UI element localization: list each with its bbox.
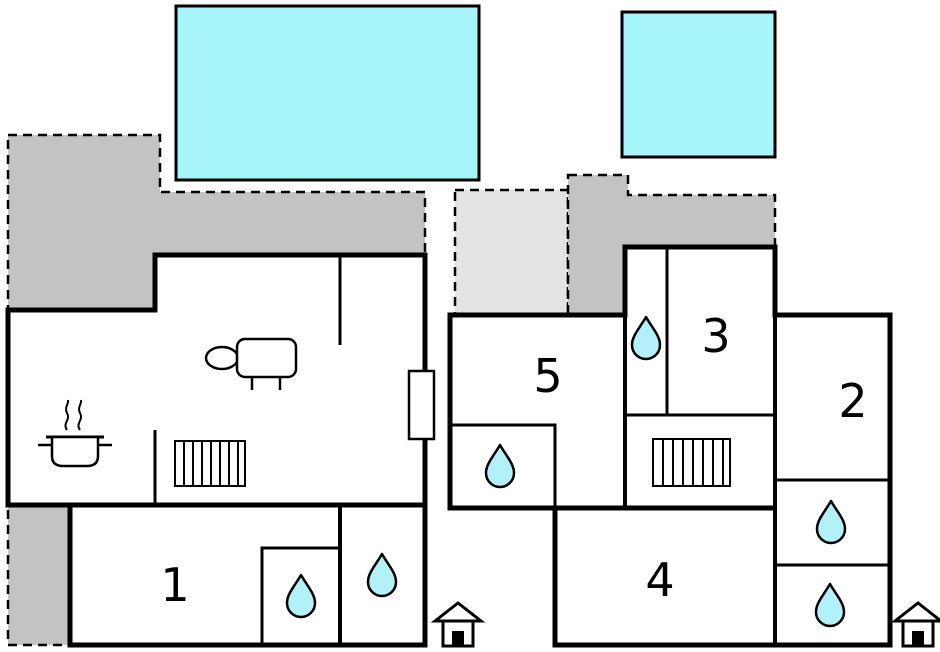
room-3-label: 3 xyxy=(701,309,730,363)
interior-walls-left xyxy=(70,257,425,645)
stairs-icon-left xyxy=(174,440,246,487)
stairs-steps xyxy=(183,441,239,486)
interior-walls-right xyxy=(452,249,890,643)
wall-room5-bath xyxy=(452,423,557,506)
room-5-label: 5 xyxy=(533,349,562,403)
pot-body xyxy=(50,435,100,468)
sofa-legs xyxy=(250,377,282,390)
pool-terrace-top-left xyxy=(174,4,481,182)
terrace-right-light xyxy=(453,188,570,317)
steam-icon xyxy=(64,399,70,431)
room-1-label: 1 xyxy=(160,558,189,612)
steam-icon xyxy=(77,399,83,431)
cooking-pot-icon xyxy=(38,399,112,468)
terrace-left-bottom xyxy=(6,503,72,647)
room-4-label: 4 xyxy=(645,553,674,607)
window-icon xyxy=(407,369,436,441)
room-2-label: 2 xyxy=(838,374,867,428)
pool-terrace-top-right xyxy=(620,10,777,159)
wall-bath-small xyxy=(260,546,340,645)
stairs-steps xyxy=(662,439,724,486)
sofa-icon xyxy=(204,337,298,390)
stairs-box xyxy=(652,438,731,487)
house-icon-left xyxy=(433,601,483,648)
room-labels: 1 5 3 2 4 xyxy=(160,309,867,612)
sofa-cushion xyxy=(204,345,240,371)
house-icon-right xyxy=(893,601,940,648)
stairs-icon-right xyxy=(652,438,731,487)
plan-root: 1 5 3 2 4 xyxy=(5,4,940,648)
sofa-body xyxy=(235,337,298,379)
